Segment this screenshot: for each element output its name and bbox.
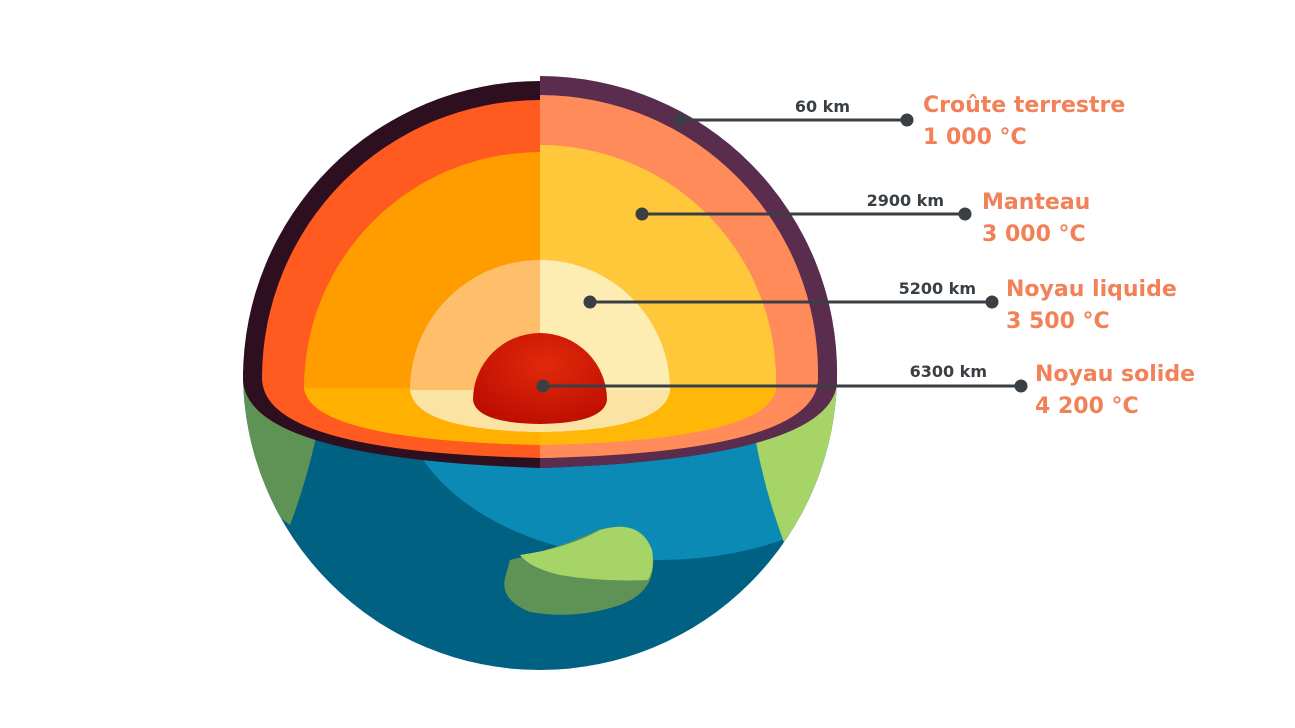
land-island-highlight xyxy=(520,526,653,581)
leader-dot-outer-core-start xyxy=(583,295,597,309)
leader-lines xyxy=(536,113,1028,393)
depth-label-outer-core: 5200 km xyxy=(899,279,976,298)
layer-temp-inner-core: 4 200 °C xyxy=(1035,394,1139,419)
leader-dot-inner-core-start xyxy=(536,379,550,393)
depth-label-inner-core: 6300 km xyxy=(910,362,987,381)
leader-dot-mantle-end xyxy=(958,207,972,221)
leader-dot-outer-core-end xyxy=(985,295,999,309)
depth-label-mantle: 2900 km xyxy=(867,191,944,210)
leader-dot-crust-end xyxy=(900,113,914,127)
layer-labels: Croûte terrestre 1 000 °C Manteau 3 000 … xyxy=(923,93,1195,419)
layer-name-inner-core: Noyau solide xyxy=(1035,362,1195,387)
layer-temp-crust: 1 000 °C xyxy=(923,125,1027,150)
layer-temp-mantle: 3 000 °C xyxy=(982,222,1086,247)
depth-label-crust: 60 km xyxy=(795,97,850,116)
leader-dot-inner-core-end xyxy=(1014,379,1028,393)
layer-name-outer-core: Noyau liquide xyxy=(1006,277,1177,302)
layer-name-crust: Croûte terrestre xyxy=(923,93,1125,118)
leader-dot-crust-start xyxy=(673,113,687,127)
leader-dot-mantle-start xyxy=(635,207,649,221)
depth-labels: 60 km 2900 km 5200 km 6300 km xyxy=(795,97,987,381)
inner-core-layer xyxy=(473,333,607,424)
layer-temp-outer-core: 3 500 °C xyxy=(1006,309,1110,334)
layer-name-mantle: Manteau xyxy=(982,190,1090,215)
cross-section xyxy=(243,76,838,468)
